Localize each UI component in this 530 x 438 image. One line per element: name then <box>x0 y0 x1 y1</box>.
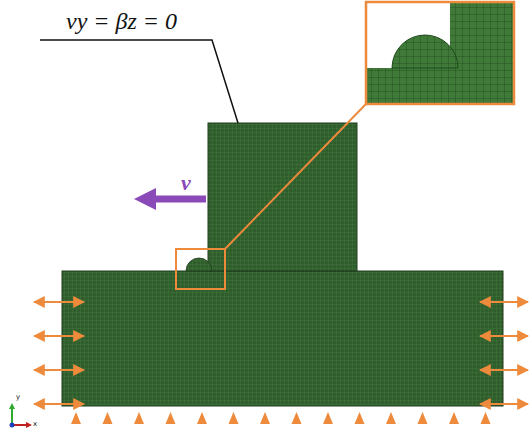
support-triangle <box>386 412 396 424</box>
velocity-label: v <box>181 170 191 196</box>
support-triangle <box>71 412 81 424</box>
axis-label: y <box>16 393 20 401</box>
support-triangle <box>292 412 302 424</box>
support-triangle <box>134 412 144 424</box>
support-triangle <box>103 412 113 424</box>
boundary-condition: vy = βz = 0 <box>66 8 177 35</box>
support-triangle <box>355 412 365 424</box>
support-triangle <box>449 412 459 424</box>
support-triangle <box>418 412 428 424</box>
support-triangle <box>197 412 207 424</box>
support-triangle <box>229 412 239 424</box>
axis-label: x <box>33 420 37 428</box>
support-triangle <box>481 412 491 424</box>
support-triangle <box>323 412 333 424</box>
support-triangle <box>260 412 270 424</box>
support-triangle <box>166 412 176 424</box>
